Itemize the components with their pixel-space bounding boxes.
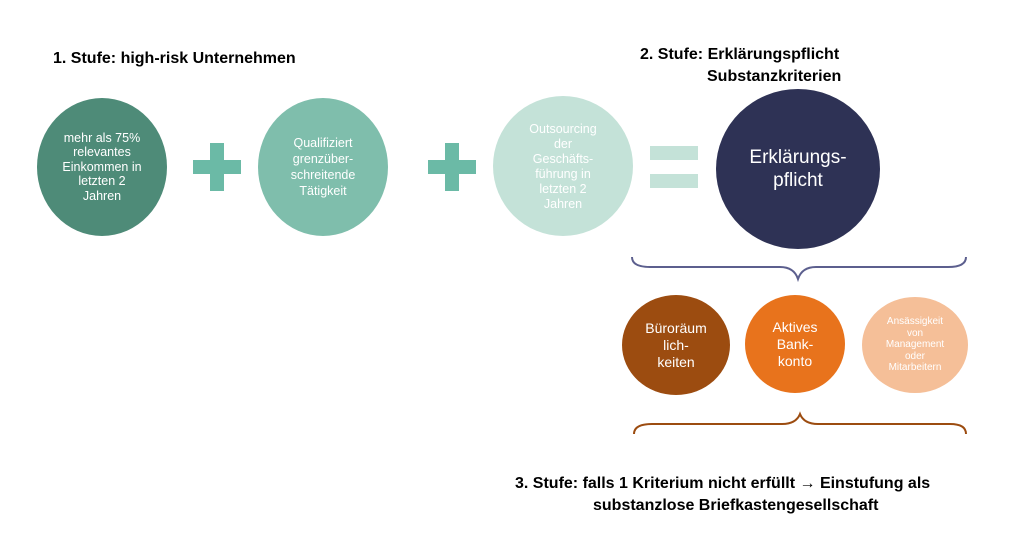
criterion-income-label: mehr als 75% relevantes Einkommen in let… [62, 130, 142, 203]
criterion-outsourcing-label: Outsourcing der Geschäfts- führung in le… [529, 122, 597, 211]
residence-criterion-circle: Ansässigkeit von Management oder Mitarbe… [862, 297, 968, 393]
criterion-outsourcing-circle: Outsourcing der Geschäfts- führung in le… [493, 96, 633, 236]
equals-icon [650, 146, 698, 190]
stage2-subheading: Substanzkriterien [707, 68, 842, 85]
stage3-heading: 3. Stufe: falls 1 Kriterium nicht erfüll… [515, 475, 931, 492]
plus-icon [193, 143, 241, 191]
stage2-heading: 2. Stufe: Erklärungspflicht [640, 46, 840, 63]
plus-icon [428, 143, 476, 191]
office-space-criterion-circle: Büroräum lich- keiten [622, 295, 730, 395]
result-obligation-circle: Erklärungs- pflicht [716, 89, 880, 249]
office-space-criterion-label: Büroräum lich- keiten [645, 319, 707, 370]
residence-criterion-label: Ansässigkeit von Management oder Mitarbe… [885, 316, 945, 374]
result-obligation-label: Erklärungs- pflicht [749, 147, 847, 191]
lower-brace [633, 411, 967, 435]
stage3-subheading: substanzlose Briefkastengesellschaft [593, 497, 879, 514]
bank-account-criterion-label: Aktives Bank- konto [772, 318, 818, 369]
upper-brace [631, 256, 967, 283]
criterion-income-circle: mehr als 75% relevantes Einkommen in let… [37, 98, 167, 236]
criterion-crossborder-circle: Qualifiziert grenzüber- schreitende Täti… [258, 98, 388, 236]
stage1-heading: 1. Stufe: high-risk Unternehmen [53, 50, 296, 67]
bank-account-criterion-circle: Aktives Bank- konto [745, 295, 845, 393]
criterion-crossborder-label: Qualifiziert grenzüber- schreitende Täti… [290, 136, 356, 198]
